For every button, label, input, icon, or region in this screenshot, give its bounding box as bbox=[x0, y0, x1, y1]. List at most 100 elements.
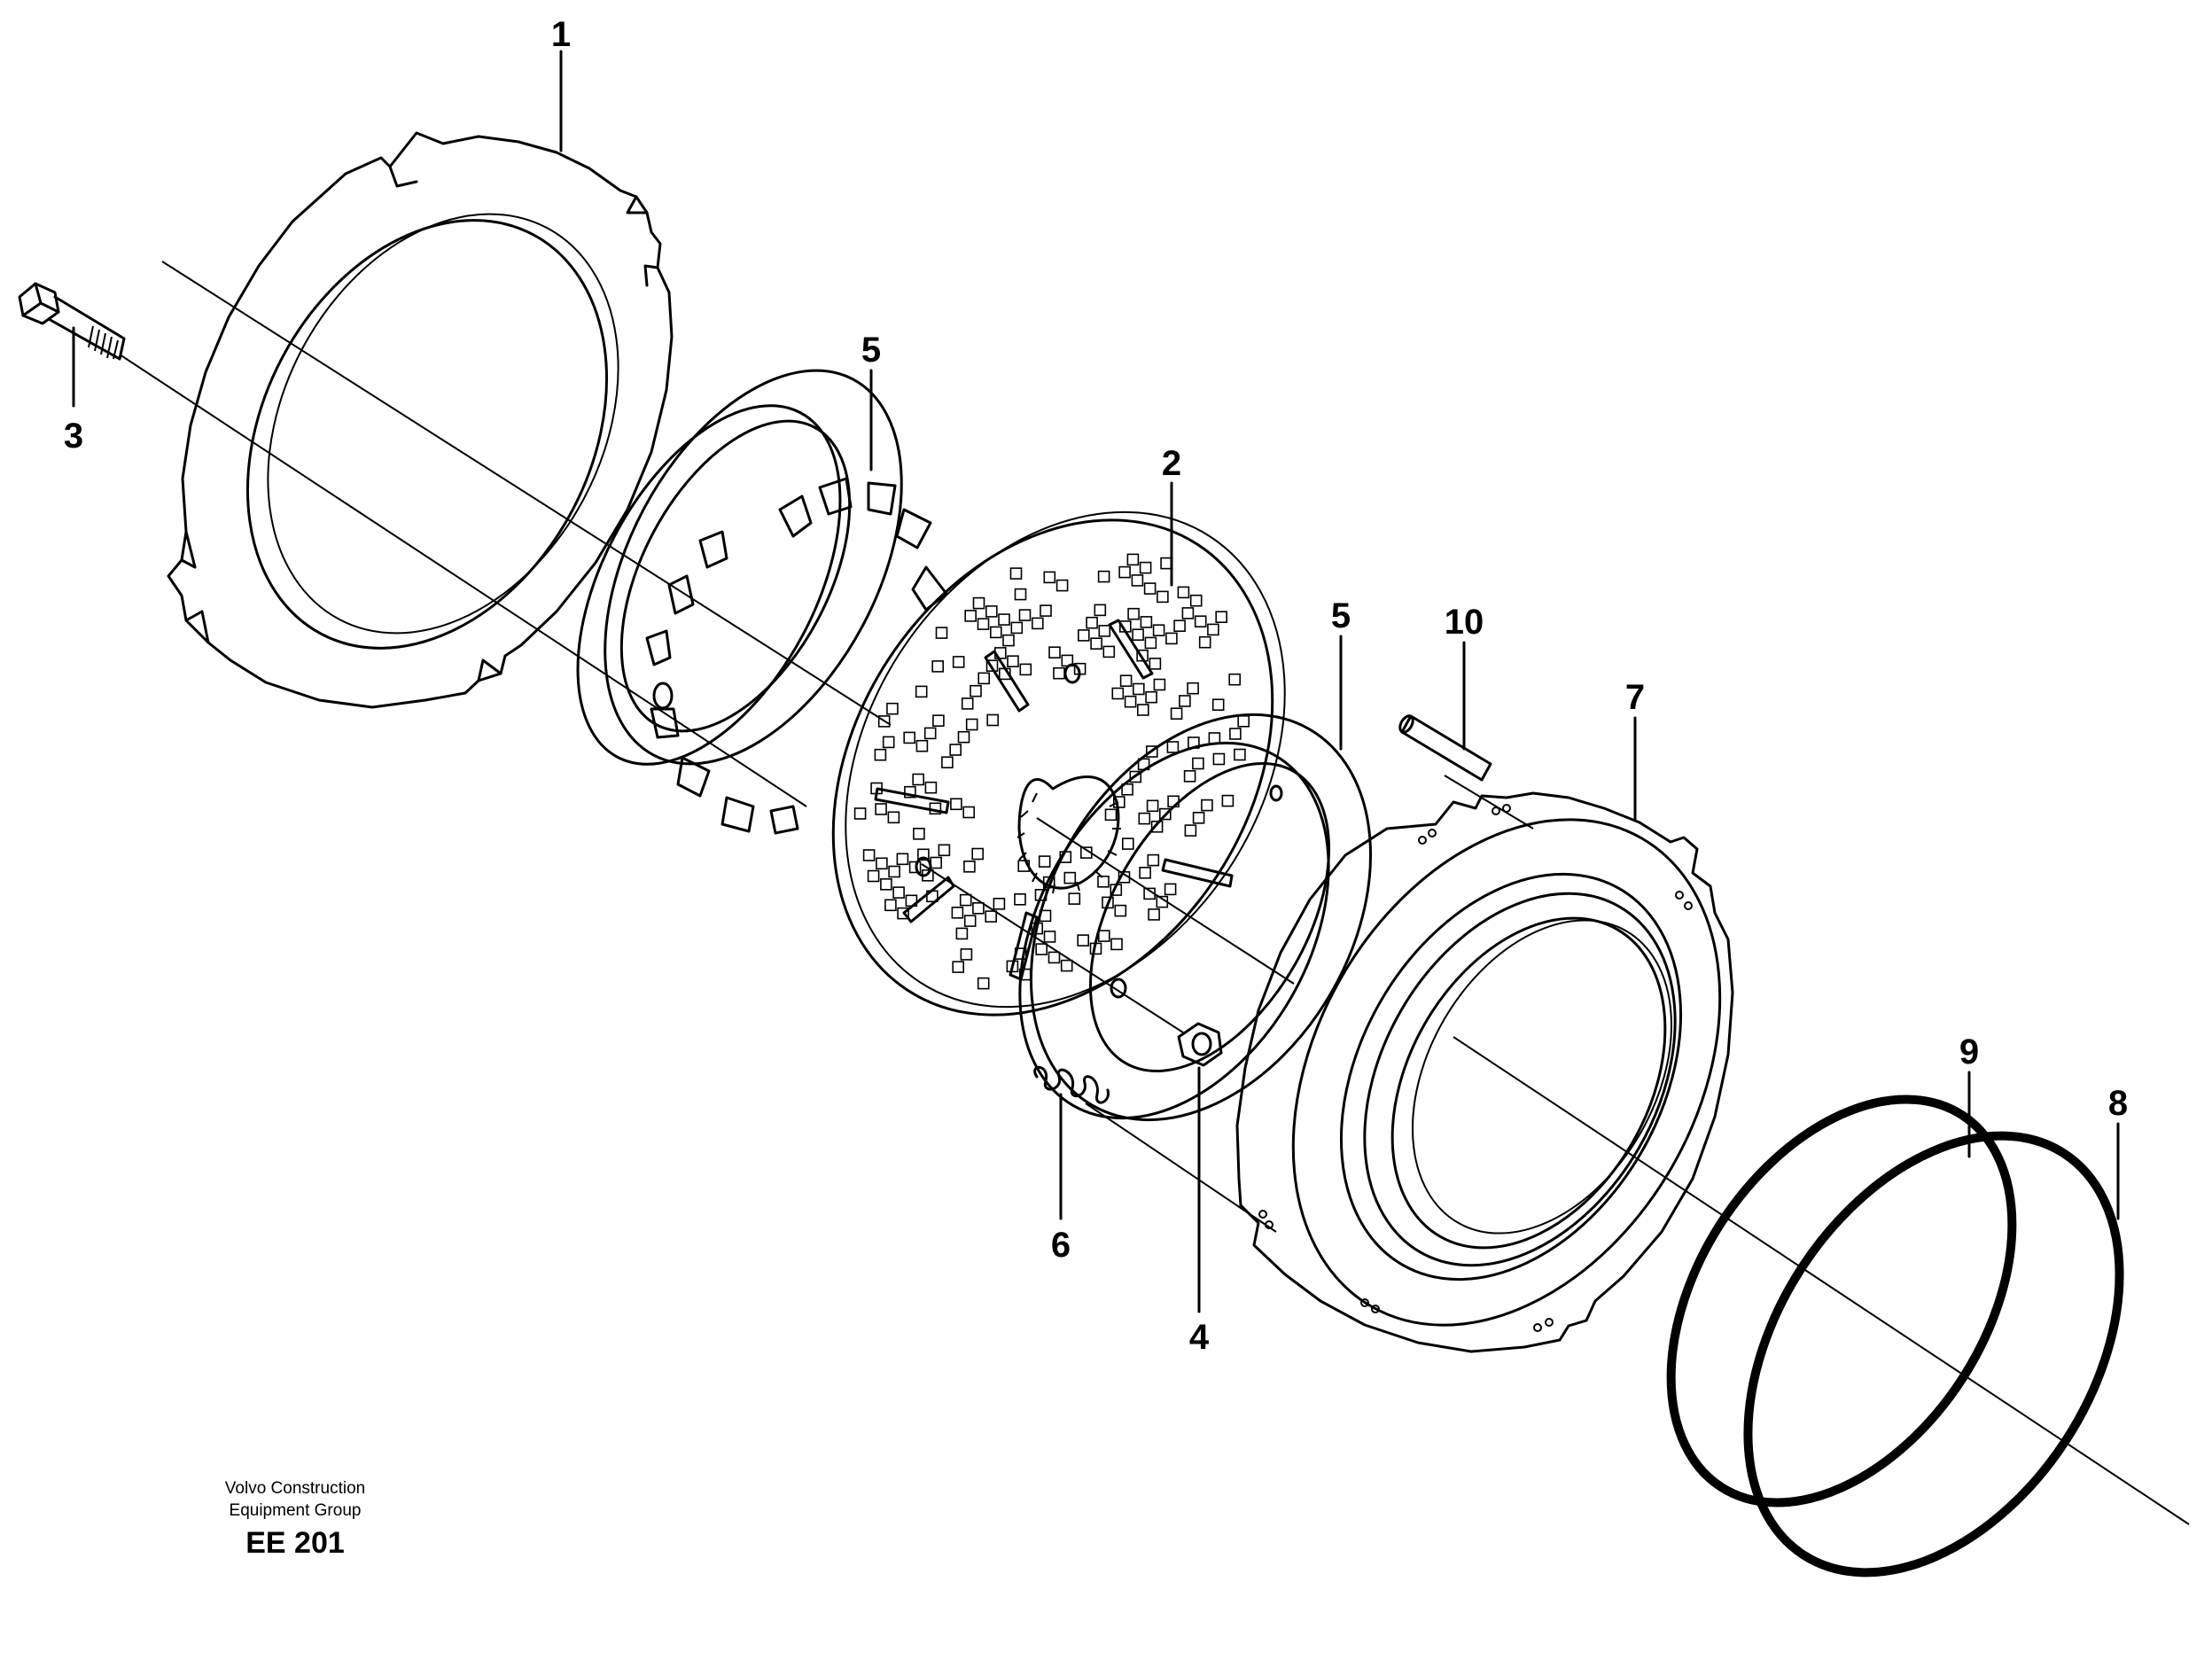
friction-square bbox=[1143, 887, 1156, 900]
friction-square bbox=[1194, 615, 1207, 628]
friction-square bbox=[1198, 635, 1211, 649]
nut-bore bbox=[1191, 1032, 1212, 1056]
friction-square bbox=[963, 860, 976, 873]
housing-outer-edge bbox=[1235, 791, 1734, 1353]
friction-square bbox=[1132, 628, 1144, 642]
friction-square bbox=[1133, 682, 1145, 696]
friction-square bbox=[1119, 620, 1132, 633]
friction-square bbox=[1110, 938, 1123, 951]
friction-square bbox=[1019, 663, 1032, 676]
friction-square bbox=[1187, 682, 1199, 695]
friction-square bbox=[875, 803, 887, 815]
friction-square bbox=[888, 865, 900, 878]
friction-square bbox=[1086, 616, 1098, 629]
friction-square bbox=[970, 684, 982, 697]
friction-square bbox=[961, 697, 974, 710]
friction-square bbox=[977, 618, 990, 630]
friction-square bbox=[971, 847, 984, 861]
friction-square bbox=[993, 897, 1006, 910]
plate-slots bbox=[874, 619, 1234, 981]
friction-square bbox=[1073, 662, 1087, 675]
pin-body bbox=[1400, 714, 1492, 782]
axis-line-bolt bbox=[119, 354, 807, 807]
friction-square bbox=[950, 798, 962, 811]
friction-square bbox=[1153, 678, 1166, 691]
friction-square bbox=[1143, 582, 1157, 595]
friction-square bbox=[876, 857, 888, 870]
friction-square bbox=[1184, 824, 1197, 837]
ring-lower-hole-b bbox=[1269, 784, 1283, 802]
friction-square bbox=[917, 848, 930, 861]
friction-square bbox=[955, 927, 969, 940]
friction-square bbox=[1207, 623, 1219, 636]
friction-square bbox=[1035, 943, 1048, 955]
friction-square bbox=[952, 656, 965, 668]
friction-square bbox=[1077, 934, 1089, 947]
part-8-o-ring bbox=[1743, 1131, 2124, 1578]
friction-square bbox=[1090, 637, 1102, 651]
housing-bore bbox=[1390, 916, 1667, 1250]
friction-square bbox=[1148, 908, 1160, 921]
friction-square bbox=[929, 802, 942, 815]
bolt-thread bbox=[88, 325, 119, 360]
ring-lower-front bbox=[1018, 741, 1330, 1120]
caption-company-line-2: Equipment Group bbox=[230, 1501, 362, 1520]
friction-square bbox=[998, 613, 1010, 626]
friction-square bbox=[1144, 636, 1157, 650]
friction-square bbox=[1010, 621, 1024, 635]
part-5-lower-ring bbox=[1018, 713, 1373, 1122]
friction-square bbox=[926, 890, 939, 903]
part-9-o-ring bbox=[1666, 1095, 2017, 1508]
friction-square bbox=[1211, 698, 1225, 712]
plate-friction-texture bbox=[853, 553, 1250, 990]
friction-square bbox=[853, 807, 867, 820]
friction-square bbox=[1146, 745, 1158, 758]
friction-square bbox=[1149, 658, 1162, 670]
friction-square bbox=[1181, 607, 1195, 619]
friction-square bbox=[1221, 794, 1235, 807]
friction-square bbox=[1053, 666, 1065, 680]
callout-8: 8 bbox=[2108, 1084, 2128, 1123]
friction-square bbox=[1061, 654, 1074, 667]
part-1-tab-notches bbox=[180, 165, 659, 682]
friction-square bbox=[1160, 557, 1172, 570]
friction-square bbox=[1201, 799, 1213, 812]
friction-square bbox=[1228, 673, 1241, 686]
friction-square bbox=[1002, 634, 1015, 647]
friction-square bbox=[908, 861, 922, 874]
friction-square bbox=[1145, 690, 1157, 704]
housing-rim-holes bbox=[1258, 804, 1693, 1332]
friction-square bbox=[905, 894, 918, 908]
friction-square bbox=[1192, 757, 1204, 770]
ring-hole bbox=[652, 682, 674, 710]
friction-square bbox=[1097, 875, 1110, 888]
friction-square bbox=[1119, 674, 1133, 688]
callout-6: 6 bbox=[1051, 1226, 1071, 1265]
friction-square bbox=[990, 626, 1002, 639]
part-5-upper-ring bbox=[576, 369, 948, 835]
friction-square bbox=[1098, 625, 1111, 637]
plate-spline-teeth bbox=[1016, 792, 1121, 894]
friction-square bbox=[912, 773, 924, 786]
friction-square bbox=[1009, 567, 1023, 580]
friction-square bbox=[1060, 959, 1073, 972]
friction-square bbox=[941, 756, 954, 769]
friction-square bbox=[882, 736, 895, 749]
friction-square bbox=[1189, 594, 1203, 607]
friction-square bbox=[1136, 649, 1149, 662]
friction-square bbox=[1131, 574, 1144, 587]
friction-square bbox=[1208, 732, 1221, 744]
friction-square bbox=[959, 893, 972, 907]
friction-square bbox=[1156, 895, 1169, 908]
friction-square bbox=[1215, 611, 1227, 624]
part-4-nut bbox=[1177, 1022, 1223, 1067]
friction-square bbox=[930, 856, 942, 869]
pin-end bbox=[1398, 714, 1414, 734]
friction-square bbox=[904, 785, 916, 799]
nut-body bbox=[1177, 1022, 1223, 1067]
friction-square bbox=[951, 906, 964, 919]
bolt-shank bbox=[47, 295, 126, 361]
friction-square bbox=[1129, 770, 1142, 783]
